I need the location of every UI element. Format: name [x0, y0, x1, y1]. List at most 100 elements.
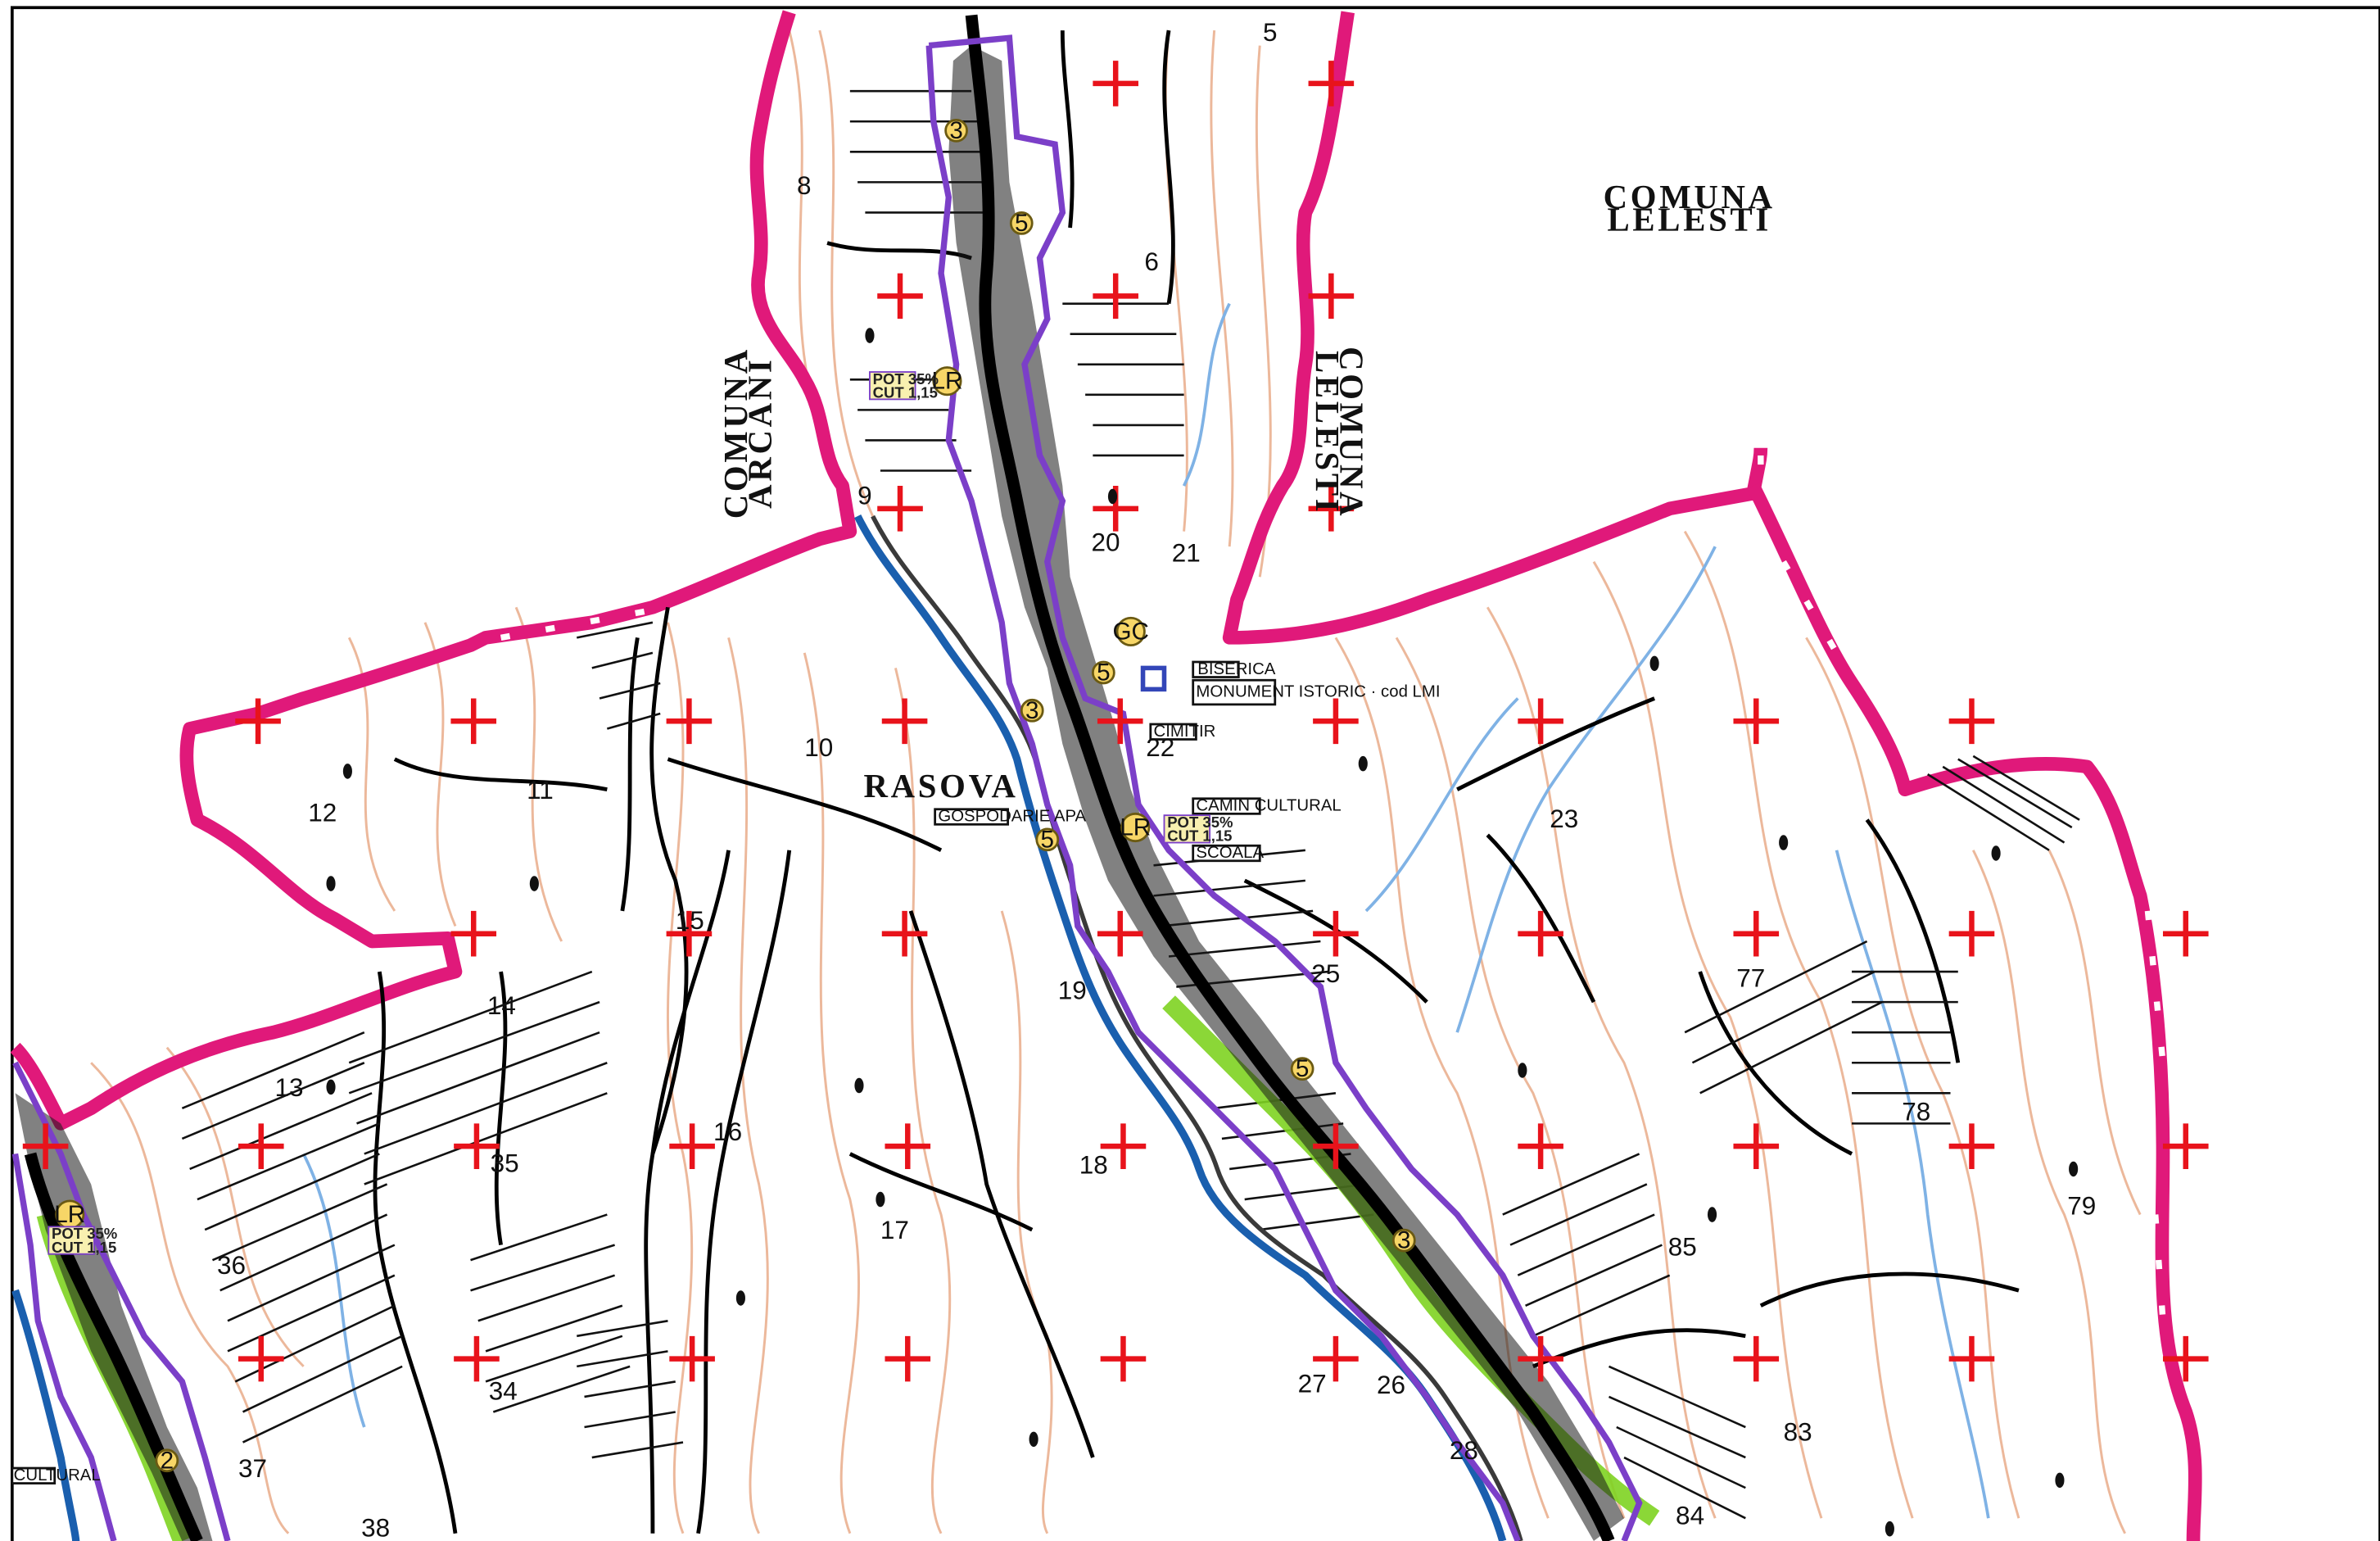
svg-text:2: 2 [161, 1447, 174, 1474]
parcel-number[interactable]: 36 [217, 1250, 246, 1280]
parcel-number[interactable]: 14 [487, 990, 516, 1020]
cemetery-label[interactable]: CIMITIR [1149, 723, 1216, 741]
coordinate-grid [22, 61, 2209, 1382]
zone-tag-5[interactable]: 5 [1009, 210, 1034, 237]
parcel-number[interactable]: 18 [1079, 1150, 1108, 1180]
contour-lines [90, 29, 2142, 1534]
church-note-label: MONUMENT ISTORIC · cod LMI [1192, 678, 1441, 706]
parcel-number[interactable]: 85 [1668, 1232, 1697, 1262]
parcel-number[interactable]: 28 [1450, 1435, 1478, 1465]
parcel-number[interactable]: 77 [1736, 963, 1765, 993]
zone-tag-3[interactable]: 3 [1020, 697, 1044, 724]
parcel-number[interactable]: 17 [880, 1215, 909, 1244]
svg-text:3: 3 [949, 117, 963, 144]
parcel-number[interactable]: 20 [1092, 528, 1120, 557]
svg-text:COMUNA: COMUNA [1333, 347, 1369, 519]
zone-tag-5[interactable]: 5 [1091, 659, 1115, 686]
cultural-hall-label[interactable]: CAMIN CULTURAL [1192, 797, 1342, 815]
zone-tag-5[interactable]: 5 [1290, 1055, 1314, 1082]
svg-text:CUT 1,15: CUT 1,15 [1167, 827, 1232, 845]
tree-symbols [326, 328, 2079, 1537]
svg-text:POT 35%: POT 35% [873, 370, 939, 388]
zone-tag-5[interactable]: 5 [1035, 826, 1060, 853]
parcel-number[interactable]: 27 [1298, 1368, 1327, 1398]
svg-text:GC: GC [1112, 618, 1148, 645]
parcel-number[interactable]: 12 [308, 798, 337, 827]
parcel-number[interactable]: 9 [857, 480, 872, 510]
svg-text:ARCANI: ARCANI [741, 357, 778, 509]
svg-text:LR: LR [932, 368, 963, 395]
svg-text:MONUMENT ISTORIC · cod LMI: MONUMENT ISTORIC · cod LMI [1196, 683, 1440, 701]
svg-text:LELESTI: LELESTI [1608, 202, 1771, 238]
parcel-number[interactable]: 83 [1784, 1417, 1812, 1447]
commune-boundary [10, 10, 2202, 1541]
parcel-number[interactable]: 16 [713, 1117, 742, 1146]
svg-text:LELESTI: LELESTI [1309, 351, 1346, 514]
svg-text:CULTURAL: CULTURAL [14, 1466, 101, 1484]
zone-tag-lr[interactable]: LR [1120, 812, 1151, 843]
svg-text:POT 35%: POT 35% [1167, 814, 1233, 831]
zone-tag-lr[interactable]: LR [932, 366, 963, 397]
svg-text:SCOALA: SCOALA [1196, 844, 1264, 862]
built-up-area [15, 45, 1625, 1541]
school-label[interactable]: SCOALA [1192, 844, 1265, 863]
pot-cut-box[interactable]: POT 35% CUT 1,15 [869, 370, 939, 401]
parcel-number[interactable]: 13 [274, 1072, 303, 1102]
streams [302, 302, 1990, 1519]
svg-text:5: 5 [1296, 1055, 1310, 1082]
parcel-number[interactable]: 11 [527, 775, 554, 804]
parcel-number[interactable]: 34 [489, 1376, 518, 1406]
svg-text:LR: LR [54, 1201, 85, 1228]
parcel-number[interactable]: 79 [2067, 1191, 2096, 1221]
commune-label-lelesti-top: COMUNA LELESTI [1604, 179, 1776, 238]
parcel-number[interactable]: 38 [361, 1512, 390, 1541]
parcel-number[interactable]: 37 [238, 1453, 267, 1483]
pot-cut-box[interactable]: POT 35% CUT 1,15 [48, 1225, 117, 1256]
main-road[interactable] [965, 14, 1615, 1541]
commune-label-lelesti-side: COMUNA LELESTI [1309, 347, 1370, 519]
parcel-number[interactable]: 15 [676, 905, 704, 935]
parcel-number[interactable]: 26 [1377, 1370, 1405, 1399]
svg-text:CIMITIR: CIMITIR [1154, 723, 1216, 741]
svg-text:CUT 1,15: CUT 1,15 [52, 1239, 116, 1256]
svg-text:3: 3 [1025, 697, 1039, 724]
svg-text:5: 5 [1097, 659, 1111, 686]
secondary-road[interactable] [24, 1152, 203, 1541]
parcel-number[interactable]: 5 [1263, 17, 1278, 47]
cadastral-parcels [181, 29, 2080, 1534]
svg-text:LR: LR [1120, 814, 1151, 841]
parcel-number[interactable]: 22 [1146, 732, 1174, 762]
parcel-number[interactable]: 10 [804, 732, 833, 762]
parcel-numbers: 5 8 6 9 20 21 22 10 11 12 15 14 13 23 25… [217, 17, 2096, 1541]
parcel-number[interactable]: 25 [1311, 959, 1340, 988]
parcel-number[interactable]: 84 [1676, 1501, 1704, 1530]
parcel-number[interactable]: 35 [491, 1149, 519, 1178]
svg-text:CAMIN CULTURAL: CAMIN CULTURAL [1196, 797, 1341, 815]
parcel-number[interactable]: 78 [1902, 1097, 1930, 1126]
map-frame [10, 6, 2380, 1541]
parcel-number[interactable]: 6 [1144, 247, 1159, 276]
svg-text:COMUNA: COMUNA [1604, 179, 1776, 215]
zone-tag-lr[interactable]: LR [54, 1199, 85, 1230]
parcel-number[interactable]: 23 [1550, 804, 1578, 833]
zone-tag-2[interactable]: 2 [155, 1447, 179, 1474]
svg-text:CUT 1,15: CUT 1,15 [873, 384, 938, 401]
church-label[interactable]: BISERICA [1192, 660, 1276, 678]
parcel-number[interactable]: 19 [1058, 975, 1087, 1004]
svg-text:GOSPODARIE APA: GOSPODARIE APA [938, 808, 1086, 826]
village-label-rasova: RASOVA [863, 768, 1018, 804]
parcel-number[interactable]: 8 [797, 170, 812, 200]
parcel-number[interactable]: 21 [1172, 538, 1201, 568]
zone-tag-3[interactable]: 3 [944, 117, 968, 144]
svg-text:5: 5 [1041, 826, 1055, 853]
svg-text:BISERICA: BISERICA [1197, 660, 1276, 678]
svg-text:5: 5 [1015, 210, 1029, 237]
commune-label-arcani: COMUNA ARCANI [717, 347, 779, 519]
pot-cut-box[interactable]: POT 35% CUT 1,15 [1163, 814, 1233, 845]
zone-tag-3[interactable]: 3 [1391, 1227, 1416, 1254]
water-works-label[interactable]: GOSPODARIE APA [934, 808, 1087, 826]
zone-tag-gc[interactable]: GC [1112, 616, 1149, 647]
cultural-left-label[interactable]: CULTURAL [11, 1466, 101, 1484]
